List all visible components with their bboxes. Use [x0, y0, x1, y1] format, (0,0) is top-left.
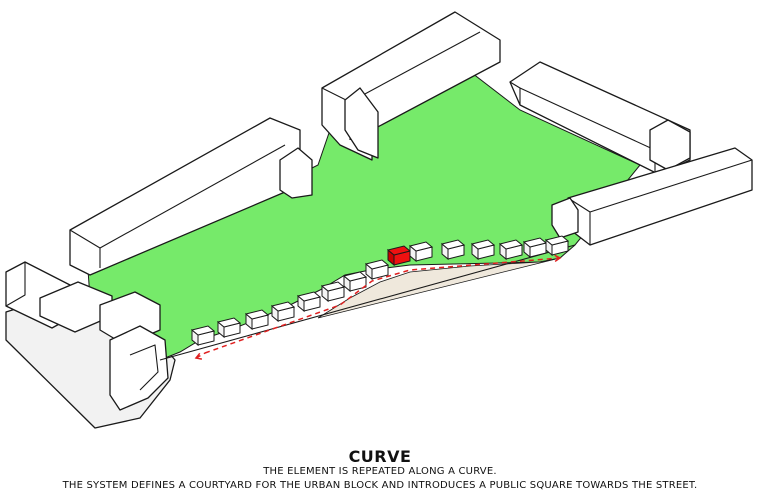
path-arrow-east: [554, 254, 562, 263]
caption-line-2: THE SYSTEM DEFINES A COURTYARD FOR THE U…: [62, 480, 698, 491]
curve-unit: [342, 271, 368, 293]
curve-unit: [216, 317, 242, 339]
caption-line-1: THE ELEMENT IS REPEATED ALONG A CURVE.: [263, 466, 497, 477]
curve-unit: [296, 291, 322, 313]
curve-unit: [498, 239, 524, 261]
path-arrow-west: [194, 352, 203, 360]
street-edge: [159, 244, 576, 361]
northwest-building: [69, 117, 313, 276]
curve-unit: [440, 239, 466, 261]
east-building: [551, 147, 753, 246]
curve-unit: [270, 301, 296, 323]
curve-unit: [544, 235, 570, 257]
north-building: [321, 11, 501, 161]
curve-unit: [470, 239, 496, 261]
urban-block-diagram: [5, 11, 753, 429]
curve-unit: [522, 237, 548, 259]
curve-unit: [190, 325, 216, 347]
curve-unit: [320, 281, 346, 303]
curve-unit: [364, 259, 390, 281]
curve-units: [190, 235, 570, 347]
highlighted-unit: [386, 245, 412, 267]
curve-unit: [408, 241, 434, 263]
west-buildings: [5, 261, 169, 411]
northeast-building: [509, 61, 691, 176]
caption-title: CURVE: [348, 447, 412, 466]
curve-unit: [244, 309, 270, 331]
